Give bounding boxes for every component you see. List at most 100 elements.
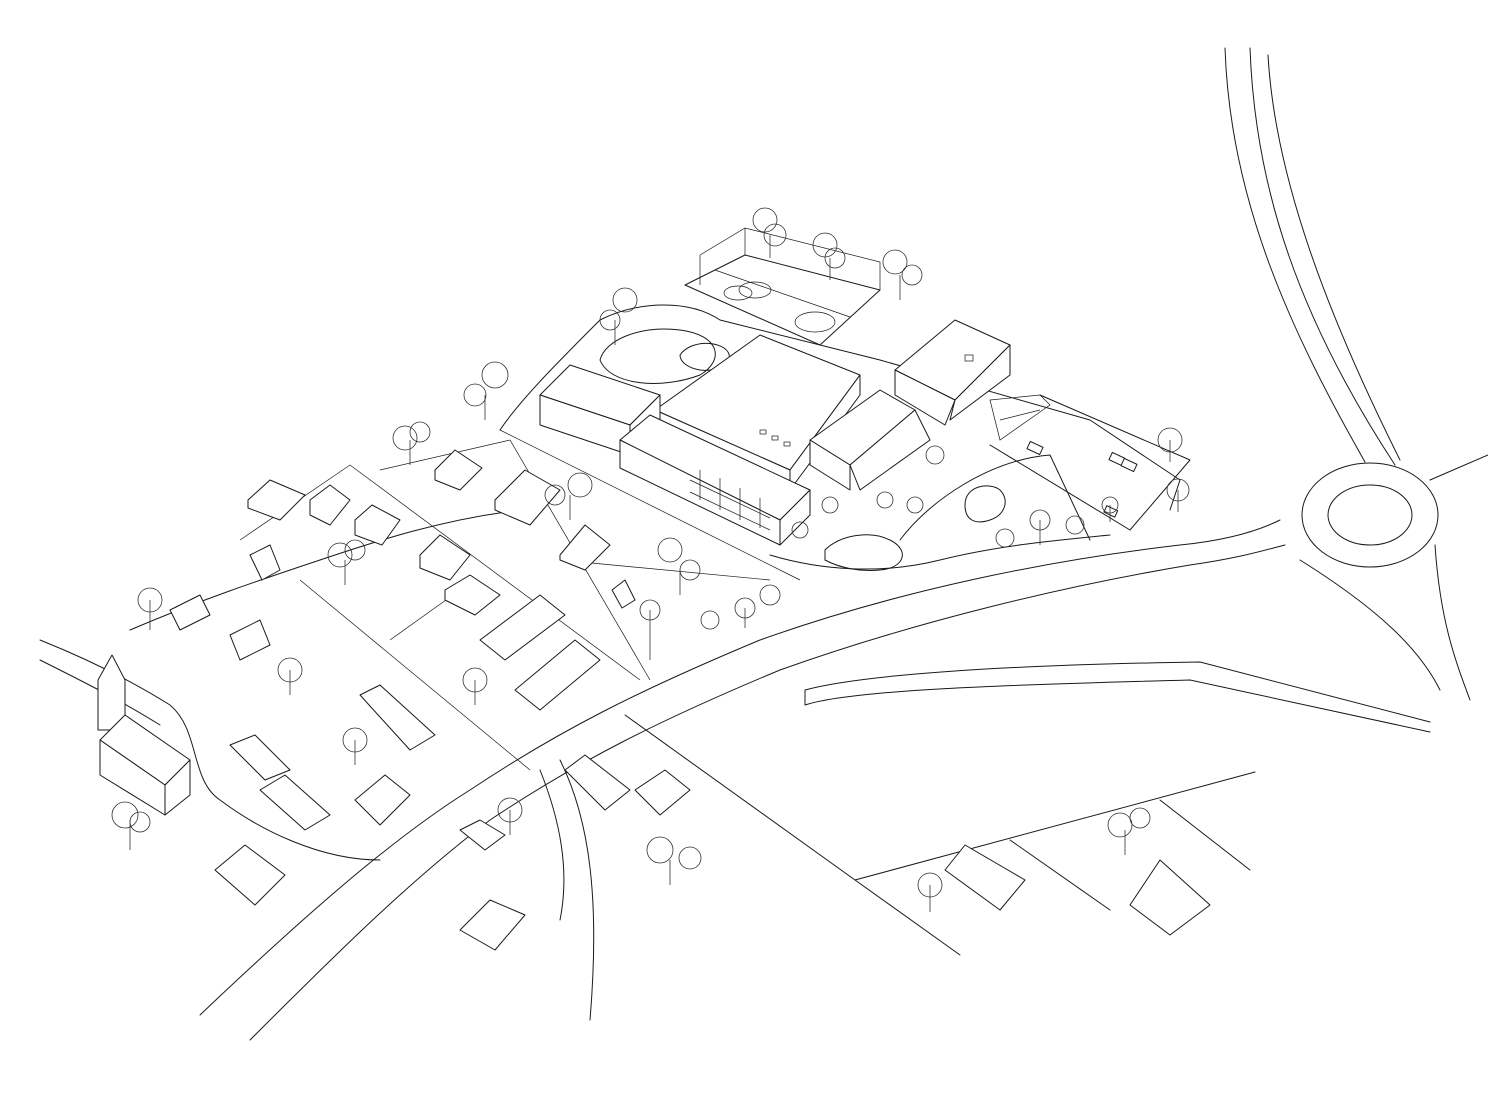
tree-cluster-s-4	[1107, 807, 1151, 855]
house-25	[611, 579, 636, 609]
trees	[111, 207, 1190, 912]
tree-cluster-s-1	[497, 797, 523, 835]
tree-cluster-e-5	[639, 599, 661, 660]
house-1	[247, 479, 306, 521]
garden-line	[899, 454, 1091, 541]
annex-front	[894, 369, 956, 426]
houses	[97, 449, 1211, 951]
house-15	[259, 774, 331, 831]
skylight-1	[759, 429, 767, 435]
house-16	[359, 684, 436, 751]
house-23	[944, 844, 1026, 911]
tree-cluster-e-2	[1166, 478, 1190, 512]
lower-plot-line	[854, 879, 961, 956]
court-fence	[699, 227, 881, 290]
court-key-2	[723, 285, 753, 301]
tree-cluster-e-7	[1101, 496, 1119, 522]
south-wing-gable	[779, 489, 811, 546]
house-10	[514, 639, 601, 711]
tree-cluster-w-4	[544, 472, 593, 520]
house-2	[309, 484, 351, 526]
north-road-edge-2	[1267, 54, 1401, 461]
school-site	[499, 227, 1191, 571]
tree-cluster-e-1	[1157, 427, 1183, 462]
plot-line-e	[499, 429, 801, 581]
side-street-2	[539, 769, 565, 921]
sports-court	[684, 254, 881, 346]
house-21	[564, 754, 631, 811]
house-13	[249, 544, 281, 581]
tree-cluster-nw-2	[812, 232, 846, 280]
house-4	[434, 449, 483, 491]
north-road-edge	[1249, 47, 1396, 466]
east-wing-side	[849, 409, 931, 491]
tree-cluster-c-2	[277, 657, 303, 695]
house-8	[444, 574, 501, 616]
church-tower	[97, 654, 126, 731]
house-7	[419, 534, 471, 581]
tree-cluster-s-2	[646, 836, 702, 885]
court-centerline	[714, 269, 851, 318]
east-wing-front	[809, 439, 851, 491]
east-road-2	[1434, 544, 1471, 701]
playground-pond-1	[824, 534, 903, 571]
skylight-3	[783, 441, 791, 447]
main-road-edge	[249, 544, 1286, 1041]
tree-cluster-w-1	[599, 287, 638, 345]
house-17	[354, 774, 411, 826]
village-street	[39, 639, 381, 861]
lower-plot-line-2	[1009, 839, 1111, 911]
house-12	[229, 619, 271, 661]
house-24	[1129, 859, 1211, 936]
east-road	[1429, 454, 1488, 481]
court-key-1	[794, 311, 836, 333]
tree-cluster-c-1	[657, 537, 701, 595]
tree-cluster-c-3	[462, 667, 488, 705]
house-9	[479, 594, 566, 661]
diagonal-lot-line	[624, 714, 856, 881]
ramp	[989, 394, 1051, 441]
house-19	[459, 899, 526, 951]
lower-plot-line-3	[1159, 799, 1251, 871]
south-wing-windows	[689, 470, 771, 531]
house-5	[494, 469, 561, 526]
playground-pond-2	[964, 485, 1006, 523]
roundabout-island	[1327, 484, 1413, 546]
parked-car-3	[1120, 457, 1138, 473]
main-road	[199, 519, 1281, 1016]
roundabout	[1301, 462, 1439, 568]
side-street	[559, 759, 595, 1021]
tree-cluster-w-6	[137, 587, 163, 630]
house-14	[229, 734, 291, 781]
north-road	[1224, 47, 1366, 463]
tree-cluster-nw-1	[752, 207, 787, 258]
tree-cluster-s-3	[917, 872, 943, 912]
house-22	[634, 769, 691, 816]
annex-skylight	[964, 354, 974, 362]
court-circle	[738, 281, 772, 299]
tree-cluster-e-3	[995, 509, 1085, 548]
house-11	[169, 594, 211, 631]
plot-line-c	[299, 579, 531, 771]
site-boundary-south	[769, 534, 1111, 570]
tree-cluster-c-4	[342, 727, 368, 765]
lower-road	[854, 771, 1256, 881]
lawn-shape	[599, 328, 716, 384]
south-east-road	[1299, 559, 1441, 691]
tree-cluster-w-3	[392, 421, 431, 465]
parking-lot	[989, 394, 1191, 531]
tree-cluster-e-6	[791, 445, 945, 539]
tree-cluster-e-4	[700, 584, 781, 630]
parked-car-1	[1026, 440, 1044, 456]
tree-cluster-c-5	[111, 801, 151, 850]
house-6	[559, 524, 611, 571]
tree-cluster-nw-3	[882, 249, 923, 300]
plot-line-f	[559, 559, 771, 581]
house-18	[214, 844, 286, 906]
church-nave-gable	[164, 759, 191, 816]
parked-car-4	[1103, 505, 1119, 518]
annex-side	[949, 344, 1011, 421]
house-3	[354, 504, 401, 546]
field-outline	[804, 661, 1431, 733]
